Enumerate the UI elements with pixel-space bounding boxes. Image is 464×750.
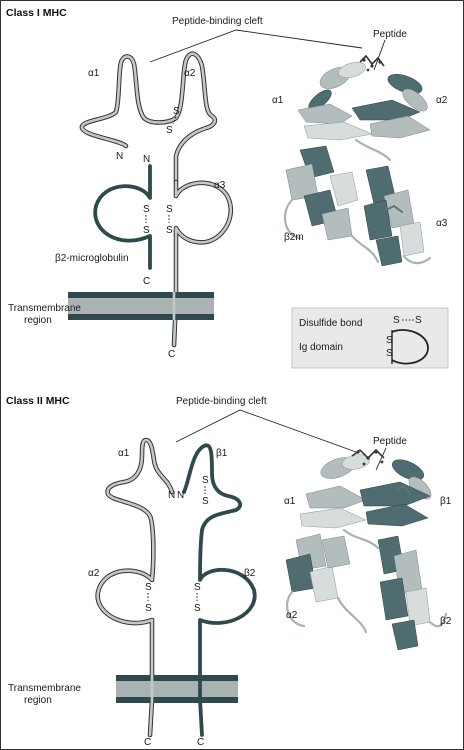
class1-disulfide-a3: S S [166, 204, 173, 236]
class1-ribbon-structure [283, 54, 432, 267]
class1-ribbon-alpha1: α1 [272, 95, 284, 106]
class2-peptide-pointer [375, 447, 387, 471]
legend-s-left: S [393, 315, 400, 326]
class1-tm-label-1: Transmembrane [8, 303, 81, 314]
class1-b2m-chain [93, 164, 152, 270]
class1-alpha-n: N [116, 151, 123, 162]
class1-disulfide-b2m: S S [143, 204, 150, 236]
class2-cleft-pointer [175, 409, 357, 453]
class2-s-b1-top: S [202, 475, 209, 486]
class2-ribbon-structure [285, 448, 448, 651]
class2-s-a2-top: S [145, 582, 152, 593]
class2-disulfide-b2: S S [194, 582, 201, 614]
legend-background [291, 307, 449, 369]
class1-b2m-n: N [143, 154, 150, 165]
class2-alpha-chain [95, 437, 175, 738]
class2-disulfide-a2: S S [145, 582, 152, 614]
class1-cleft-label: Peptide-binding cleft [172, 16, 263, 27]
class1-s-b2m-bottom: S [143, 225, 150, 236]
class2-tm-label-2: region [24, 695, 52, 706]
class1-title: Class I MHC [6, 7, 67, 19]
class2-s-b1-bottom: S [202, 496, 209, 507]
legend-s-right: S [415, 315, 422, 326]
class2-ribbon-alpha1: α1 [284, 496, 296, 507]
legend-ig-label: Ig domain [299, 342, 343, 353]
class1-s-a2-top: S [173, 106, 180, 117]
class2-beta-chain [182, 443, 257, 737]
class1-cleft-pointer [149, 29, 363, 63]
class1-ribbon-b2m: β2m [284, 232, 304, 243]
class2-beta1-label: β1 [216, 448, 228, 459]
class1-disulfide-a2: S S [166, 106, 180, 136]
class2-beta-c: C [197, 737, 204, 748]
class2-beta-n: N [177, 490, 184, 501]
class1-s-a2-bottom: S [166, 125, 173, 136]
class2-tm-label-1: Transmembrane [8, 683, 81, 694]
class2-s-b2-bottom: S [194, 603, 201, 614]
class1-s-a3-top: S [166, 204, 173, 215]
class1-ribbon-alpha2: α2 [436, 95, 448, 106]
class1-peptide-pointer [373, 39, 386, 71]
class2-beta2-label: β2 [244, 568, 256, 579]
class1-alpha1-label: α1 [88, 68, 100, 79]
class2-ribbon-beta2: β2 [440, 616, 452, 627]
class1-alpha2-label: α2 [184, 68, 196, 79]
class1-alpha3-label: α3 [214, 180, 226, 191]
legend-ig-s-top: S [386, 335, 393, 346]
class2-peptide-label: Peptide [373, 436, 407, 447]
class1-s-a3-bottom: S [166, 225, 173, 236]
class1-ribbon-alpha3: α3 [436, 218, 448, 229]
class2-title: Class II MHC [6, 395, 70, 407]
class2-disulfide-b1: S S [202, 475, 209, 507]
legend-box: Disulfide bond Ig domain S S S S [291, 307, 449, 369]
class1-s-b2m-top: S [143, 204, 150, 215]
class1-peptide-label: Peptide [373, 29, 407, 40]
class2-cleft-label: Peptide-binding cleft [176, 396, 267, 407]
class1-alpha-chain [79, 51, 233, 348]
class1-membrane [68, 292, 214, 320]
class2-alpha-n: N [168, 490, 175, 501]
class2-alpha2-label: α2 [88, 568, 100, 579]
class2-ribbon-beta1: β1 [440, 496, 452, 507]
class2-s-b2-top: S [194, 582, 201, 593]
class2-membrane [116, 675, 238, 703]
class2-alpha-c: C [144, 737, 151, 748]
class2-s-a2-bottom: S [145, 603, 152, 614]
legend-ig-s-bottom: S [386, 348, 393, 359]
class1-alpha-c: C [168, 349, 175, 360]
class2-alpha1-label: α1 [118, 448, 130, 459]
legend-ig-loop [391, 329, 429, 365]
class1-b2m-label: β2-microglobulin [55, 253, 129, 264]
class1-panel: Class I MHC Peptide-binding cleft Peptid… [6, 7, 448, 360]
class1-tm-label-2: region [24, 315, 52, 326]
class1-b2m-c: C [143, 276, 150, 287]
legend-disulfide-label: Disulfide bond [299, 318, 362, 329]
class2-ribbon-alpha2: α2 [286, 610, 298, 621]
class2-panel: Class II MHC Peptide-binding cleft Pepti… [6, 395, 452, 748]
